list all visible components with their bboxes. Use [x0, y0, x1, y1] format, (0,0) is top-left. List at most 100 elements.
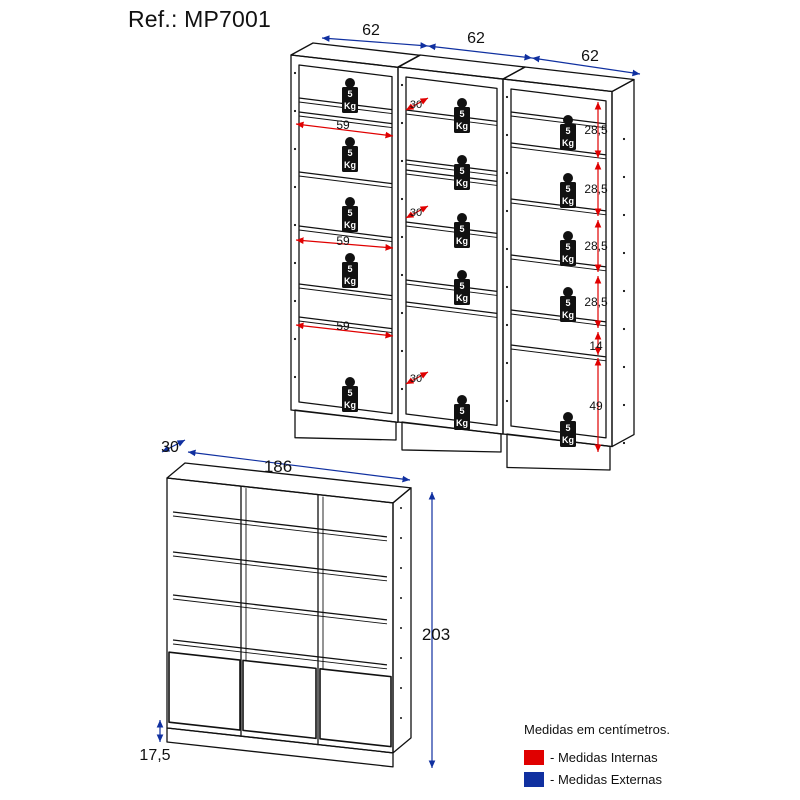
module-inner-frame — [510, 88, 607, 439]
shelf-pin-hole — [622, 365, 626, 369]
weight-icon: 5Kg — [342, 197, 358, 232]
weight-icon-number: 5 — [459, 224, 464, 234]
shelf-pin-hole — [400, 537, 402, 539]
shelf-pin-hole — [505, 247, 509, 251]
weight-icon-body — [454, 222, 470, 248]
weight-icon-unit: Kg — [456, 121, 468, 131]
weight-icon-body — [560, 421, 576, 447]
module-inner-frame — [298, 64, 393, 415]
legend: Medidas em centímetros. - Medidas Intern… — [524, 722, 670, 790]
shelf-pin-hole — [400, 235, 404, 239]
shelf-pin-hole — [622, 137, 626, 141]
weight-icon: 5Kg — [454, 270, 470, 305]
module-inner-frame — [405, 76, 498, 427]
weight-icon-unit: Kg — [456, 293, 468, 303]
shelf-line — [405, 221, 498, 235]
weight-icon-body — [342, 386, 358, 412]
weight-icon-body — [560, 240, 576, 266]
weight-icon-body — [560, 124, 576, 150]
weight-icon-number: 5 — [565, 242, 570, 252]
shelf-pin-hole — [293, 375, 297, 379]
shelf-edge-line — [405, 163, 498, 176]
front-shelf-edge — [172, 515, 388, 542]
internal-width-dimension — [295, 322, 394, 339]
weight-icon-unit: Kg — [344, 160, 356, 170]
shelf-line — [510, 309, 607, 323]
internal-depth-dimension — [405, 371, 429, 385]
weight-icon-number: 5 — [459, 281, 464, 291]
shelf-height-label: 28,5 — [584, 295, 608, 309]
shelf-edge-line — [405, 173, 498, 186]
drawer-gap-label: 14 — [589, 339, 603, 353]
internal-width-label: 59 — [336, 118, 350, 132]
shelf-line — [405, 279, 498, 293]
weight-icon-handle — [345, 197, 355, 207]
shelf-line — [510, 142, 607, 156]
weight-icon-handle — [345, 377, 355, 387]
cabinet-side-face — [392, 487, 412, 754]
door-2 — [242, 659, 317, 740]
door-3 — [319, 668, 392, 748]
shelf-pin-hole — [400, 311, 404, 315]
weight-icon-handle — [563, 115, 573, 125]
shelf-pin-hole — [622, 213, 626, 217]
shelf-line — [405, 301, 498, 315]
front-shelf-line — [172, 594, 388, 621]
shelf-pin-hole — [293, 185, 297, 189]
front-shelf-line — [172, 511, 388, 538]
shelf-pin-hole — [293, 109, 297, 113]
weight-icon-unit: Kg — [456, 178, 468, 188]
total-width-label: 186 — [264, 457, 292, 476]
shelf-edge-line — [405, 305, 498, 318]
weight-icon-handle — [457, 213, 467, 223]
shelf-pin-hole — [293, 223, 297, 227]
module-base — [401, 421, 502, 453]
front-shelf-line — [172, 551, 388, 578]
internal-depth-label: 30 — [410, 207, 422, 219]
legend-internal-label: - Medidas Internas — [550, 749, 658, 765]
shelf-pin-hole — [400, 349, 404, 353]
internal-width-label: 59 — [336, 234, 350, 248]
module-width-label: 62 — [581, 48, 599, 65]
shelf-pin-hole — [505, 285, 509, 289]
internal-depth-dimension — [405, 205, 429, 219]
shelf-edge-line — [510, 202, 607, 216]
weight-icon-number: 5 — [565, 423, 570, 433]
weight-icon-handle — [345, 253, 355, 263]
weight-icon: 5Kg — [560, 115, 576, 150]
weight-icon-number: 5 — [459, 109, 464, 119]
weight-icon-unit: Kg — [456, 418, 468, 428]
reference-title: Ref.: MP7001 — [128, 6, 272, 32]
front-shelf-edge — [172, 643, 388, 670]
weight-icon-body — [342, 87, 358, 113]
weight-icon-unit: Kg — [562, 196, 574, 206]
weight-icon-unit: Kg — [562, 254, 574, 264]
weight-icon-unit: Kg — [456, 236, 468, 246]
weight-icon-body — [342, 206, 358, 232]
weight-icon-handle — [563, 287, 573, 297]
shelf-pin-hole — [400, 717, 402, 719]
shelf-line — [510, 344, 607, 358]
weight-icon: 5Kg — [560, 287, 576, 322]
shelf-edge-line — [510, 258, 607, 272]
shelf-pin-hole — [293, 71, 297, 75]
shelf-height-label: 28,5 — [584, 239, 608, 253]
weight-icon: 5Kg — [454, 98, 470, 133]
shelf-pin-hole — [400, 507, 402, 509]
shelf-pin-hole — [400, 567, 402, 569]
weight-icon-handle — [345, 78, 355, 88]
shelf-pin-hole — [400, 197, 404, 201]
shelf-line — [510, 254, 607, 268]
shelf-pin-hole — [400, 121, 404, 125]
internal-depth-label: 30 — [410, 99, 422, 111]
front-shelf-edge — [172, 555, 388, 582]
front-shelf-edge — [172, 598, 388, 625]
shelf-pin-hole — [400, 627, 402, 629]
weight-icon-number: 5 — [347, 148, 352, 158]
shelf-edge-line — [510, 348, 607, 362]
shelf-pin-hole — [400, 387, 404, 391]
cabinet-base — [166, 727, 394, 768]
bottom-height-label: 49 — [589, 399, 603, 413]
shelf-pin-hole — [400, 687, 402, 689]
shelf-edge-line — [298, 175, 393, 189]
